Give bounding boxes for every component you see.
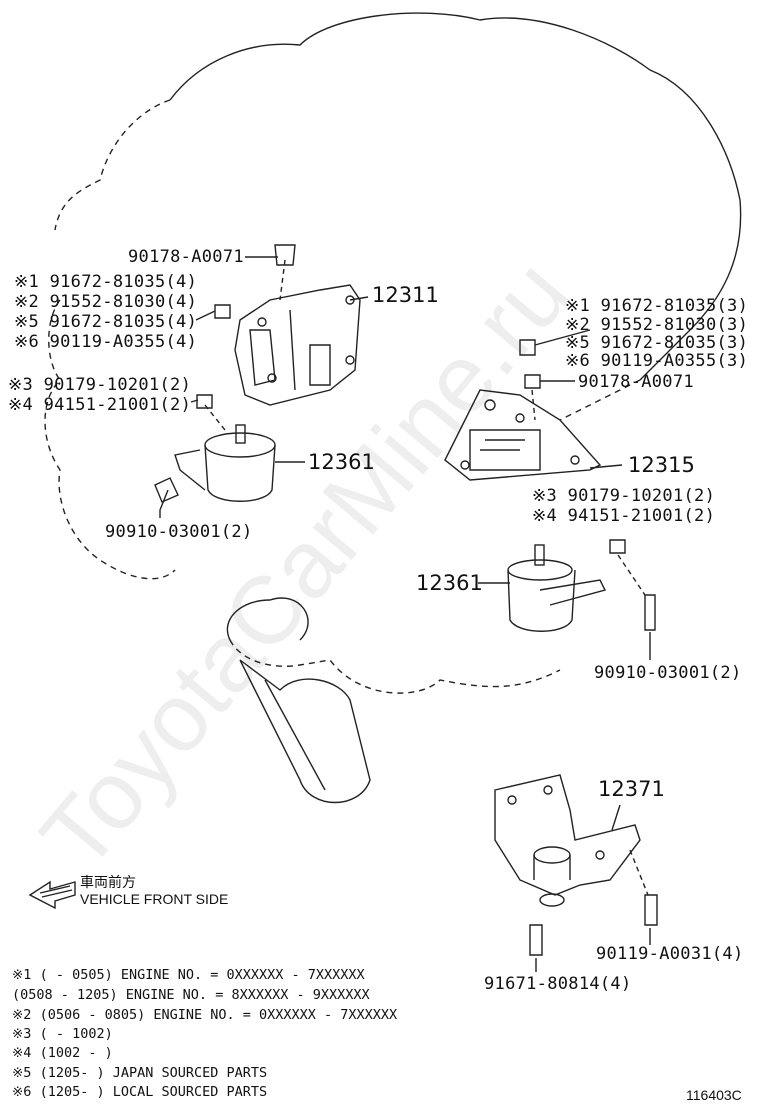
engine-outline bbox=[169, 12, 742, 381]
part-label-left-nut-3: ※3 90179-10201(2) bbox=[8, 375, 192, 395]
footnote-2: ※2 (0506 - 0805) ENGINE NO. = 0XXXXXX - … bbox=[12, 1007, 398, 1023]
footnote-6: ※6 (1205- ) LOCAL SOURCED PARTS bbox=[12, 1084, 268, 1100]
part-label-12361-left: 12361 bbox=[308, 450, 375, 474]
footnote-1: ※1 ( - 0505) ENGINE NO. = 0XXXXXX - 7XXX… bbox=[12, 967, 365, 983]
part-label-right-bolt-2: ※2 91552-81030(3) bbox=[565, 315, 749, 335]
nut-left-top bbox=[274, 244, 296, 266]
direction-label-en: VEHICLE FRONT SIDE bbox=[80, 891, 229, 907]
direction-label-jp: 車両前方 bbox=[80, 874, 136, 890]
footnote-3: ※3 ( - 1002) bbox=[12, 1026, 113, 1042]
part-label-left-bolt-2: ※2 91552-81030(4) bbox=[14, 292, 198, 312]
part-label-91671-80814: 91671-80814(4) bbox=[484, 974, 632, 994]
footnote-4: ※4 (1002 - ) bbox=[12, 1045, 113, 1061]
part-label-90178-A0071-left: 90178-A0071 bbox=[128, 247, 244, 267]
part-label-90910-03001-left: 90910-03001(2) bbox=[105, 522, 253, 542]
insulator-12371-shape bbox=[494, 774, 641, 907]
part-label-12371: 12371 bbox=[598, 777, 665, 801]
part-label-right-bolt-5: ※5 91672-81035(3) bbox=[565, 333, 749, 353]
part-label-90910-03001-right: 90910-03001(2) bbox=[594, 663, 742, 683]
insulator-12361-left-shape bbox=[174, 424, 276, 502]
part-label-12315: 12315 bbox=[628, 453, 695, 477]
part-label-left-bolt-1: ※1 91672-81035(4) bbox=[14, 272, 198, 292]
part-label-12361-right: 12361 bbox=[416, 571, 483, 595]
bracket-12311-shape bbox=[234, 284, 361, 406]
part-label-right-bolt-1: ※1 91672-81035(3) bbox=[565, 296, 749, 316]
part-label-right-nut-4: ※4 94151-21001(2) bbox=[532, 506, 716, 526]
part-label-left-nut-4: ※4 94151-21001(2) bbox=[8, 395, 192, 415]
part-label-left-bolt-6: ※6 90119-A0355(4) bbox=[14, 332, 198, 352]
part-label-12311: 12311 bbox=[372, 283, 439, 307]
footnote-5: ※5 (1205- ) JAPAN SOURCED PARTS bbox=[12, 1065, 268, 1081]
part-label-right-nut-3: ※3 90179-10201(2) bbox=[532, 486, 716, 506]
bracket-12315-shape bbox=[444, 389, 602, 481]
insulator-12361-right-shape bbox=[507, 544, 607, 632]
transmission-shape bbox=[239, 659, 371, 804]
part-label-90178-A0071-right: 90178-A0071 bbox=[578, 372, 694, 392]
part-label-right-bolt-6: ※6 90119-A0355(3) bbox=[565, 351, 749, 371]
part-label-90119-A0031: 90119-A0031(4) bbox=[596, 944, 744, 964]
part-label-left-bolt-5: ※5 91672-81035(4) bbox=[14, 312, 198, 332]
diagram-id: 116403C bbox=[686, 1087, 742, 1103]
footnote-1b: (0508 - 1205) ENGINE NO. = 8XXXXXX - 9XX… bbox=[12, 987, 370, 1003]
